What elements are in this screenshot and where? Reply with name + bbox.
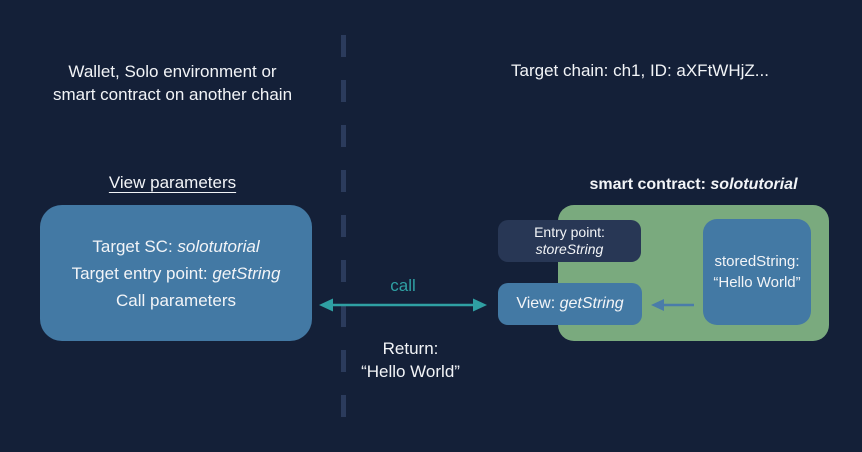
stored-string-value: “Hello World” [713, 274, 801, 291]
target-entry-point-line: Target entry point: getString [71, 263, 281, 283]
stored-string-key: storedString: [714, 253, 800, 270]
call-parameters-line: Call parameters [116, 290, 236, 310]
call-label: call [390, 276, 416, 295]
return-value: “Hello World” [361, 362, 460, 381]
chain-boundary-dashed-line [341, 35, 346, 435]
entry-point-box: Entry point: storeString [498, 220, 641, 262]
caller-caption: Wallet, Solo environment or smart contra… [20, 60, 325, 106]
view-name: getString [559, 295, 624, 312]
smart-contract-label: smart contract: solotutorial [589, 176, 798, 193]
return-label: Return: [382, 339, 439, 358]
state-to-view-arrow [650, 297, 696, 313]
target-chain-caption: Target chain: ch1, ID: aXFtWHjZ... [511, 61, 769, 80]
target-sc-line: Target SC: solotutorial [92, 236, 260, 256]
caller-caption-line1: Wallet, Solo environment or [68, 62, 277, 81]
view-getstring-box: View: getString [498, 283, 642, 325]
entry-point-name: storeString [535, 241, 604, 257]
caller-caption-line2: smart contract on another chain [52, 85, 293, 104]
return-value-text: Return: “Hello World” [318, 337, 503, 383]
entry-point-label: Entry point: [534, 224, 605, 240]
target-entry-point-value: getString [212, 263, 281, 283]
view-request-box: Target SC: solotutorial Target entry poi… [40, 205, 312, 341]
call-arrow [318, 296, 488, 314]
view-parameters-heading: View parameters [108, 173, 237, 192]
view-label: View: getString [516, 295, 624, 312]
stored-string-box: storedString: “Hello World” [703, 219, 811, 325]
smart-contract-name: solotutorial [710, 176, 798, 193]
target-sc-value: solotutorial [177, 236, 260, 256]
